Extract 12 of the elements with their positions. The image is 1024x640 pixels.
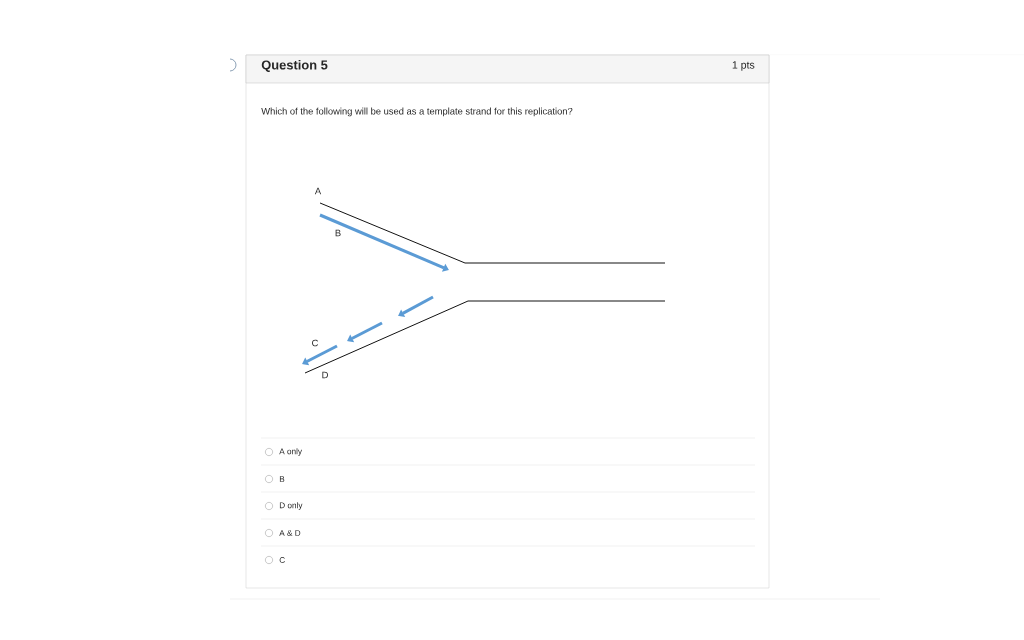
strand-label: B (335, 229, 341, 237)
option-text: C (279, 557, 285, 563)
strand-label: D (322, 371, 328, 379)
option-text: B (279, 476, 285, 482)
strand-label: C (312, 339, 319, 347)
option-text: A only (279, 448, 302, 456)
strand-label: A (314, 187, 322, 195)
option-text: A & D (279, 530, 301, 536)
option-text: D only (279, 502, 303, 510)
question-title: Question 5 (261, 60, 328, 72)
question-text: Which of the following will be used as a template strand for this replication? (261, 107, 573, 117)
pts-label: 1 pts (732, 61, 755, 71)
